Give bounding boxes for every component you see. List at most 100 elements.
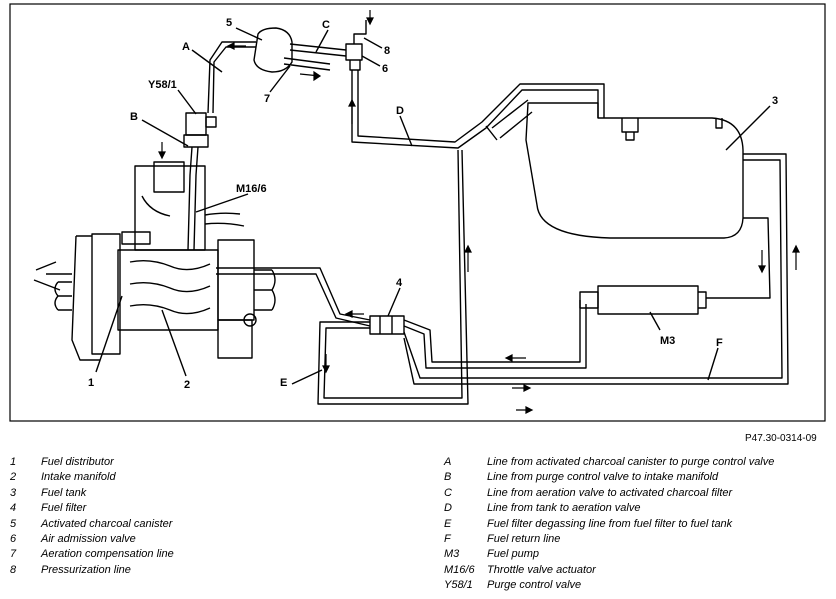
legend-row: 8 Pressurization line: [10, 564, 390, 578]
callout-3: 3: [772, 95, 778, 107]
arrow-down-e: [322, 354, 330, 374]
leader-2: [161, 309, 187, 377]
engine-ports: [54, 281, 72, 311]
intake-manifold-block: [91, 233, 121, 355]
valve-body: [349, 60, 361, 71]
legend-text: Line from tank to aeration valve: [487, 502, 641, 515]
callout-f: F: [716, 337, 723, 349]
legend-key: 5: [10, 517, 17, 530]
throttle-body: [134, 165, 206, 251]
legend-text: Line from purge control valve to intake …: [487, 471, 719, 484]
supply-line: [216, 267, 371, 321]
legend-key: F: [444, 533, 451, 545]
tank-return-fitting: [715, 118, 723, 129]
purge-control-valve: [185, 112, 207, 136]
callout-2: 2: [184, 379, 190, 391]
leader-e: [291, 369, 323, 385]
legend-text: Activated charcoal canister: [41, 517, 173, 530]
leader-7: [269, 65, 291, 93]
pump-to-filter-line: [403, 300, 581, 363]
line-d-inner: [357, 70, 605, 143]
legend-text: Line from activated charcoal canister to…: [487, 456, 775, 468]
leader-5: [235, 27, 263, 41]
fuel-pump: [597, 285, 699, 315]
legend-key: 4: [10, 502, 17, 515]
tank-to-pump-line: [706, 217, 771, 299]
leader-3: [725, 105, 771, 151]
arrow-down-b: [158, 142, 166, 160]
legend-text: Fuel distributor: [41, 456, 114, 468]
line-a-inner: [212, 46, 256, 114]
legend-row: M16/6 Throttle valve actuator: [444, 564, 824, 578]
line-f-inner: [403, 153, 789, 385]
air-admission-valve: [345, 43, 363, 61]
leader-f: [707, 347, 719, 381]
callout-7: 7: [264, 93, 270, 105]
legend-row: 5 Activated charcoal canister: [10, 518, 390, 532]
leader-1: [95, 295, 123, 373]
arrow-right-e: [516, 406, 534, 414]
legend-key: B: [444, 471, 452, 484]
fuel-tank: [525, 102, 744, 239]
line-c-inner: [289, 49, 347, 57]
arrow-up-tank: [464, 244, 472, 272]
legend-key: E: [444, 517, 452, 530]
arrow-down-8: [366, 10, 374, 26]
arrow-left-filter: [344, 310, 364, 318]
engine-side-left: [33, 235, 100, 361]
pump-to-filter-line-inner: [403, 304, 587, 369]
legend-key: 7: [10, 548, 17, 561]
callout-y58: Y58/1: [148, 79, 177, 91]
legend-text: Pressurization line: [41, 563, 131, 576]
leader-y58: [177, 89, 197, 115]
callout-1: 1: [88, 377, 94, 389]
callout-b: B: [130, 111, 138, 123]
callout-4: 4: [396, 277, 403, 289]
callout-a: A: [182, 41, 190, 53]
legend-text: Intake manifold: [41, 471, 116, 484]
legend-text: Fuel filter: [41, 502, 87, 515]
arrow-up-f: [792, 244, 800, 270]
engine-block-right: [217, 239, 255, 321]
line-8: [353, 20, 367, 44]
legend-text: Throttle valve actuator: [487, 563, 596, 576]
callout-5: 5: [226, 17, 232, 29]
line-a: [207, 41, 256, 114]
line-b-inner: [193, 146, 199, 251]
engine-block-right-ports: [254, 269, 276, 311]
flow-arrows: [158, 10, 800, 414]
line-f: [403, 159, 783, 379]
callout-6: 6: [382, 63, 388, 75]
line-b: [187, 146, 193, 251]
legend-text: Air admission valve: [41, 533, 136, 545]
legend-text: Fuel pump: [487, 548, 539, 561]
legend-key: 8: [10, 563, 17, 576]
fuel-filter: [369, 315, 405, 335]
legend-text: Fuel filter degassing line from fuel fil…: [487, 517, 733, 530]
leader-m3: [649, 311, 661, 331]
legend-row: F Fuel return line: [444, 533, 824, 547]
leader-m16: [195, 193, 249, 213]
throttle-linkage: [141, 195, 245, 227]
legend-key: C: [444, 486, 452, 499]
legend-row: B Line from purge control valve to intake…: [444, 471, 824, 485]
legend-key: M16/6: [444, 563, 475, 576]
legend-text: Fuel tank: [41, 486, 87, 499]
legend-row: E Fuel filter degassing line from fuel fi…: [444, 518, 824, 532]
legend-text: Fuel return line: [487, 533, 561, 545]
diagram-frame: [9, 3, 826, 422]
tank-filler-neck: [485, 99, 533, 141]
line-7-inner: [283, 63, 331, 71]
charcoal-canister: [253, 27, 293, 73]
legend-row: 4 Fuel filter: [10, 502, 390, 516]
arrow-left-a: [226, 42, 246, 50]
line-d: [351, 70, 599, 149]
manifold-runners: [129, 259, 211, 315]
